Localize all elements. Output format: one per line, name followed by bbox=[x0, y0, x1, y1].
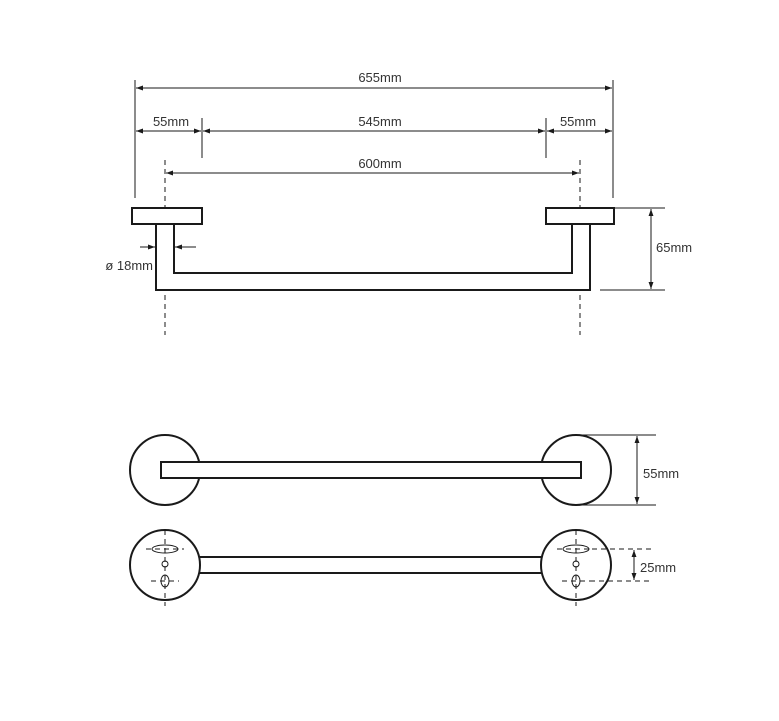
screw-spacing-label: 25mm bbox=[640, 560, 676, 575]
back-view: 25mm bbox=[129, 529, 676, 606]
keyhole-slot-left bbox=[151, 544, 179, 554]
wall-flange-right bbox=[545, 207, 615, 225]
side-view: 655mm 55mm 545mm 55mm 600mm ø 18mm 65mm bbox=[105, 70, 692, 335]
keyhole-slot-right bbox=[562, 544, 590, 554]
rosette-diameter-label: 55mm bbox=[643, 466, 679, 481]
towel-bar-top bbox=[160, 461, 582, 479]
screw-center-right bbox=[572, 560, 580, 568]
tube-diameter-label: ø 18mm bbox=[105, 258, 153, 273]
wall-flange-left bbox=[131, 207, 203, 225]
mount-right-label: 55mm bbox=[560, 114, 596, 129]
mount-left-label: 55mm bbox=[153, 114, 189, 129]
screw-center-left bbox=[161, 560, 169, 568]
hole-spacing-label: 600mm bbox=[358, 156, 401, 171]
overall-length-label: 655mm bbox=[358, 70, 401, 85]
screw-hole-left bbox=[160, 574, 170, 588]
towel-bar-side-profile bbox=[155, 223, 591, 291]
top-view: 55mm bbox=[129, 434, 679, 506]
screw-hole-right bbox=[571, 574, 581, 588]
bar-span-label: 545mm bbox=[358, 114, 401, 129]
towel-bar-back bbox=[195, 556, 547, 574]
projection-label: 65mm bbox=[656, 240, 692, 255]
